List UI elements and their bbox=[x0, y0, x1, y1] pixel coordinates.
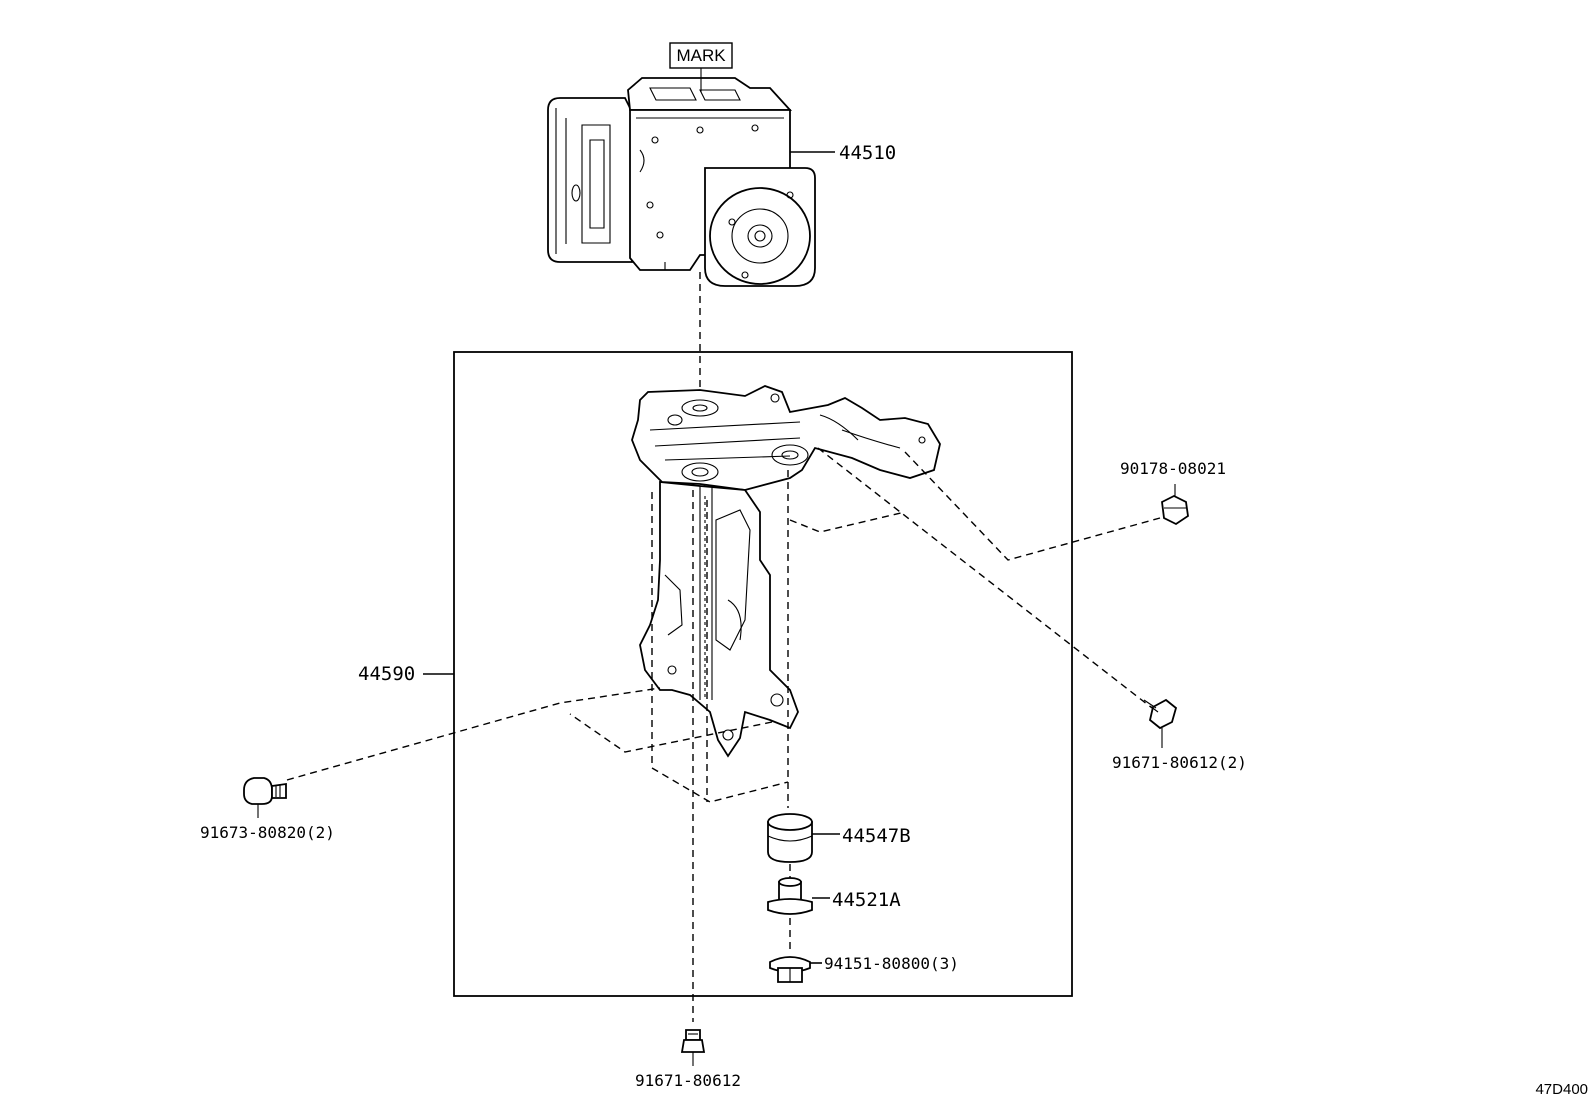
bolt-right-part-number: 91671-80612(2) bbox=[1112, 753, 1247, 772]
bracket bbox=[631, 385, 941, 758]
nut-upper-right-part-number: 90178-08021 bbox=[1120, 459, 1226, 478]
mark-callout: MARK bbox=[669, 42, 733, 92]
cushion: 44547B bbox=[767, 813, 911, 863]
actuator-callout: 44510 bbox=[790, 142, 896, 164]
cushion-part-number: 44547B bbox=[842, 825, 911, 847]
bracket-callout: 44590 bbox=[358, 663, 454, 685]
bolt-bottom: 91671-80612 bbox=[635, 1029, 741, 1090]
nut-lower-part-number: 94151-80800(3) bbox=[824, 954, 959, 973]
collar-part-number: 44521A bbox=[832, 889, 901, 911]
bracket-guide-lines bbox=[569, 470, 906, 1022]
nut-upper-right: 90178-08021 bbox=[904, 451, 1226, 561]
collar: 44521A bbox=[767, 864, 901, 915]
mark-label: MARK bbox=[676, 46, 726, 65]
actuator-assembly bbox=[547, 77, 816, 287]
bracket-part-number: 44590 bbox=[358, 663, 415, 685]
bolt-bottom-part-number: 91671-80612 bbox=[635, 1071, 741, 1090]
actuator-part-number: 44510 bbox=[839, 142, 896, 164]
bolt-right: 91671-80612(2) bbox=[817, 447, 1247, 772]
diagram-reference-code: 47D400 bbox=[1535, 1081, 1588, 1098]
nut-lower: 94151-80800(3) bbox=[769, 918, 959, 983]
bolt-left: 91673-80820(2) bbox=[200, 687, 661, 842]
bolt-left-part-number: 91673-80820(2) bbox=[200, 823, 335, 842]
